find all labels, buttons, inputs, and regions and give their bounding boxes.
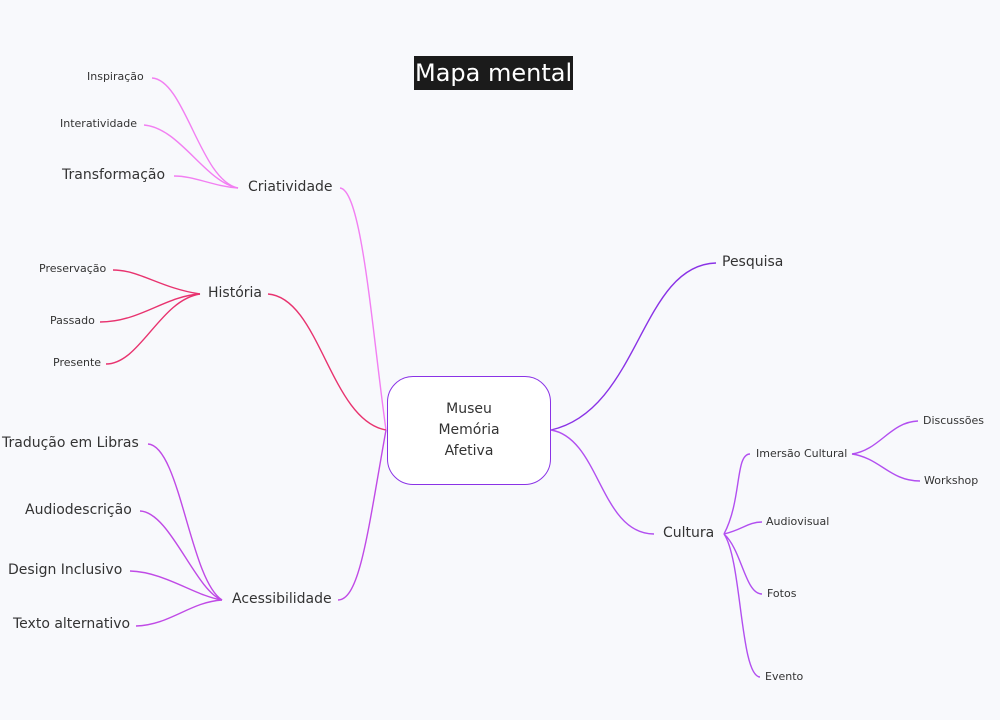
connector-cultura-evento bbox=[723, 533, 761, 678]
node-criatividade[interactable]: Criatividade bbox=[248, 179, 333, 195]
connector-root-historia bbox=[267, 293, 387, 431]
connector-criatividade-transformacao bbox=[173, 175, 239, 189]
node-passado[interactable]: Passado bbox=[50, 314, 95, 327]
connector-imersao-workshop bbox=[851, 453, 921, 482]
node-fotos[interactable]: Fotos bbox=[767, 587, 797, 600]
node-design-inclusivo[interactable]: Design Inclusivo bbox=[8, 562, 123, 578]
node-acessibilidade[interactable]: Acessibilidade bbox=[232, 591, 332, 607]
node-historia[interactable]: História bbox=[208, 285, 262, 301]
node-transformacao[interactable]: Transformação bbox=[62, 167, 166, 183]
root-line-2: Memória bbox=[438, 422, 500, 438]
node-presente[interactable]: Presente bbox=[53, 356, 102, 369]
node-texto-alternativo[interactable]: Texto alternativo bbox=[13, 616, 131, 632]
connector-root-acessibilidade bbox=[337, 429, 387, 601]
node-audiodescricao[interactable]: Audiodescrição bbox=[25, 502, 132, 518]
connector-imersao-discussoes bbox=[851, 420, 919, 455]
connector-cultura-imersao bbox=[723, 453, 751, 535]
root-line-3: Afetiva bbox=[444, 443, 494, 459]
connector-acessibilidade-libras bbox=[147, 443, 223, 601]
connector-historia-preservacao bbox=[112, 269, 201, 295]
connector-root-cultura bbox=[550, 429, 655, 535]
connector-historia-presente bbox=[105, 293, 201, 365]
node-imersao-cultural[interactable]: Imersão Cultural bbox=[756, 447, 848, 460]
connector-criatividade-inspiracao bbox=[151, 77, 239, 189]
root-node[interactable]: Museu Memória Afetiva bbox=[387, 376, 551, 485]
connector-root-pesquisa bbox=[550, 262, 717, 431]
node-traducao-libras[interactable]: Tradução em Libras bbox=[2, 435, 139, 451]
root-line-1: Museu bbox=[446, 401, 492, 417]
connector-cultura-fotos bbox=[723, 533, 763, 595]
connector-acessibilidade-design bbox=[129, 570, 223, 601]
node-audiovisual[interactable]: Audiovisual bbox=[766, 515, 830, 528]
connector-historia-passado bbox=[99, 293, 201, 323]
node-cultura[interactable]: Cultura bbox=[663, 525, 715, 541]
node-interatividade[interactable]: Interatividade bbox=[60, 117, 137, 130]
connector-cultura-audiovisual bbox=[723, 521, 763, 535]
connector-acessibilidade-texto bbox=[135, 599, 223, 627]
connector-root-criatividade bbox=[339, 187, 387, 431]
node-evento[interactable]: Evento bbox=[765, 670, 804, 683]
connector-criatividade-interatividade bbox=[143, 124, 239, 189]
connector-acessibilidade-audiodescricao bbox=[139, 510, 223, 601]
diagram-title: Mapa mental bbox=[414, 56, 574, 90]
node-preservacao[interactable]: Preservação bbox=[39, 262, 107, 275]
node-workshop[interactable]: Workshop bbox=[924, 474, 979, 487]
node-discussoes[interactable]: Discussões bbox=[923, 414, 984, 427]
node-inspiracao[interactable]: Inspiração bbox=[87, 70, 144, 83]
node-pesquisa[interactable]: Pesquisa bbox=[722, 254, 784, 270]
